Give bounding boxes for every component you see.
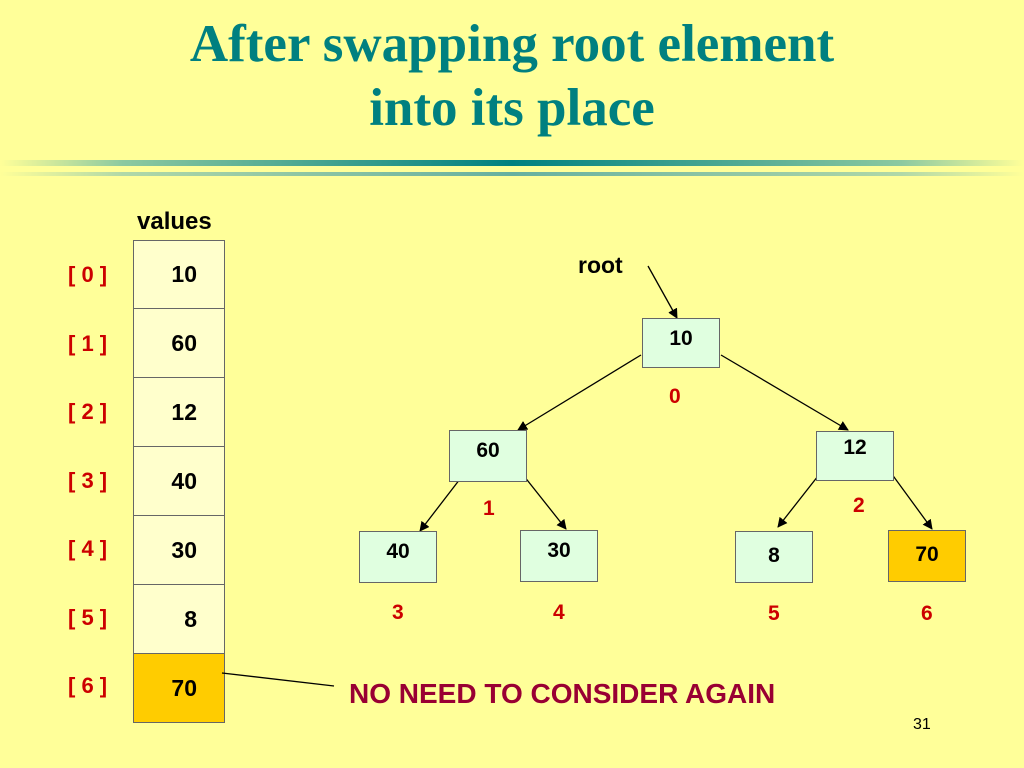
edge-0-2 xyxy=(720,354,849,431)
tree-node-1: 60 xyxy=(449,430,527,482)
annotation-note: NO NEED TO CONSIDER AGAIN xyxy=(349,678,776,709)
array-cell-value: 10 xyxy=(171,261,197,287)
array-index-4: [ 4 ] xyxy=(68,536,108,561)
tree-node-value: 40 xyxy=(386,540,410,563)
tree-node-5: 8 xyxy=(735,531,813,583)
array-cell-value: 30 xyxy=(171,536,197,563)
tree-node-4: 30 xyxy=(520,530,598,582)
tree-node-value: 8 xyxy=(768,544,780,567)
array-cell-value: 8 xyxy=(184,605,197,632)
tree-node-index-0: 0 xyxy=(669,385,681,408)
array-cell-value: 70 xyxy=(171,674,197,701)
tree-node-index-2: 2 xyxy=(853,494,865,517)
array-cell-5: 8 xyxy=(133,585,225,654)
tree-node-2: 12 xyxy=(816,431,894,481)
title-line-2: into its place xyxy=(369,79,655,137)
root-label: root xyxy=(578,252,623,278)
tree-node-index-1: 1 xyxy=(483,497,495,520)
tree-node-value: 12 xyxy=(843,436,867,459)
title-divider-top xyxy=(0,160,1024,166)
tree-node-value: 30 xyxy=(547,539,571,562)
array-index-1: [ 1 ] xyxy=(68,331,108,356)
array-cell-4: 30 xyxy=(133,516,225,585)
tree-node-value: 70 xyxy=(915,543,939,566)
array-cell-2: 12 xyxy=(133,378,225,447)
array-label: values xyxy=(137,208,212,235)
array-cell-0: 10 xyxy=(133,240,225,309)
array-index-5: [ 5 ] xyxy=(68,605,108,630)
array-cell-1: 60 xyxy=(133,309,225,378)
slide-title: After swapping root element into its pla… xyxy=(0,12,1024,140)
array-cell-value: 12 xyxy=(171,398,197,425)
tree-node-value: 60 xyxy=(476,439,500,462)
values-array: 10 60 12 40 30 8 70 xyxy=(133,240,225,723)
array-index-3: [ 3 ] xyxy=(68,468,108,493)
tree-node-6: 70 xyxy=(888,530,966,582)
tree-node-0: 10 xyxy=(642,318,720,368)
edge-0-1 xyxy=(517,354,642,431)
array-cell-3: 40 xyxy=(133,447,225,516)
tree-node-3: 40 xyxy=(359,531,437,583)
tree-node-index-6: 6 xyxy=(921,602,933,625)
array-index-0: [ 0 ] xyxy=(68,262,108,287)
root-pointer-arrow xyxy=(647,265,678,319)
array-cell-value: 60 xyxy=(171,329,197,356)
note-pointer-line xyxy=(221,672,335,687)
tree-node-value: 10 xyxy=(669,327,693,350)
title-divider-bottom xyxy=(0,172,1024,176)
tree-node-index-3: 3 xyxy=(392,601,404,624)
tree-node-index-5: 5 xyxy=(768,602,780,625)
array-cell-6: 70 xyxy=(133,654,225,723)
array-cell-value: 40 xyxy=(171,467,197,494)
array-index-2: [ 2 ] xyxy=(68,399,108,424)
page-number: 31 xyxy=(913,716,931,733)
tree-node-index-4: 4 xyxy=(553,601,565,624)
title-line-1: After swapping root element xyxy=(189,15,835,73)
array-index-6: [ 6 ] xyxy=(68,673,108,698)
